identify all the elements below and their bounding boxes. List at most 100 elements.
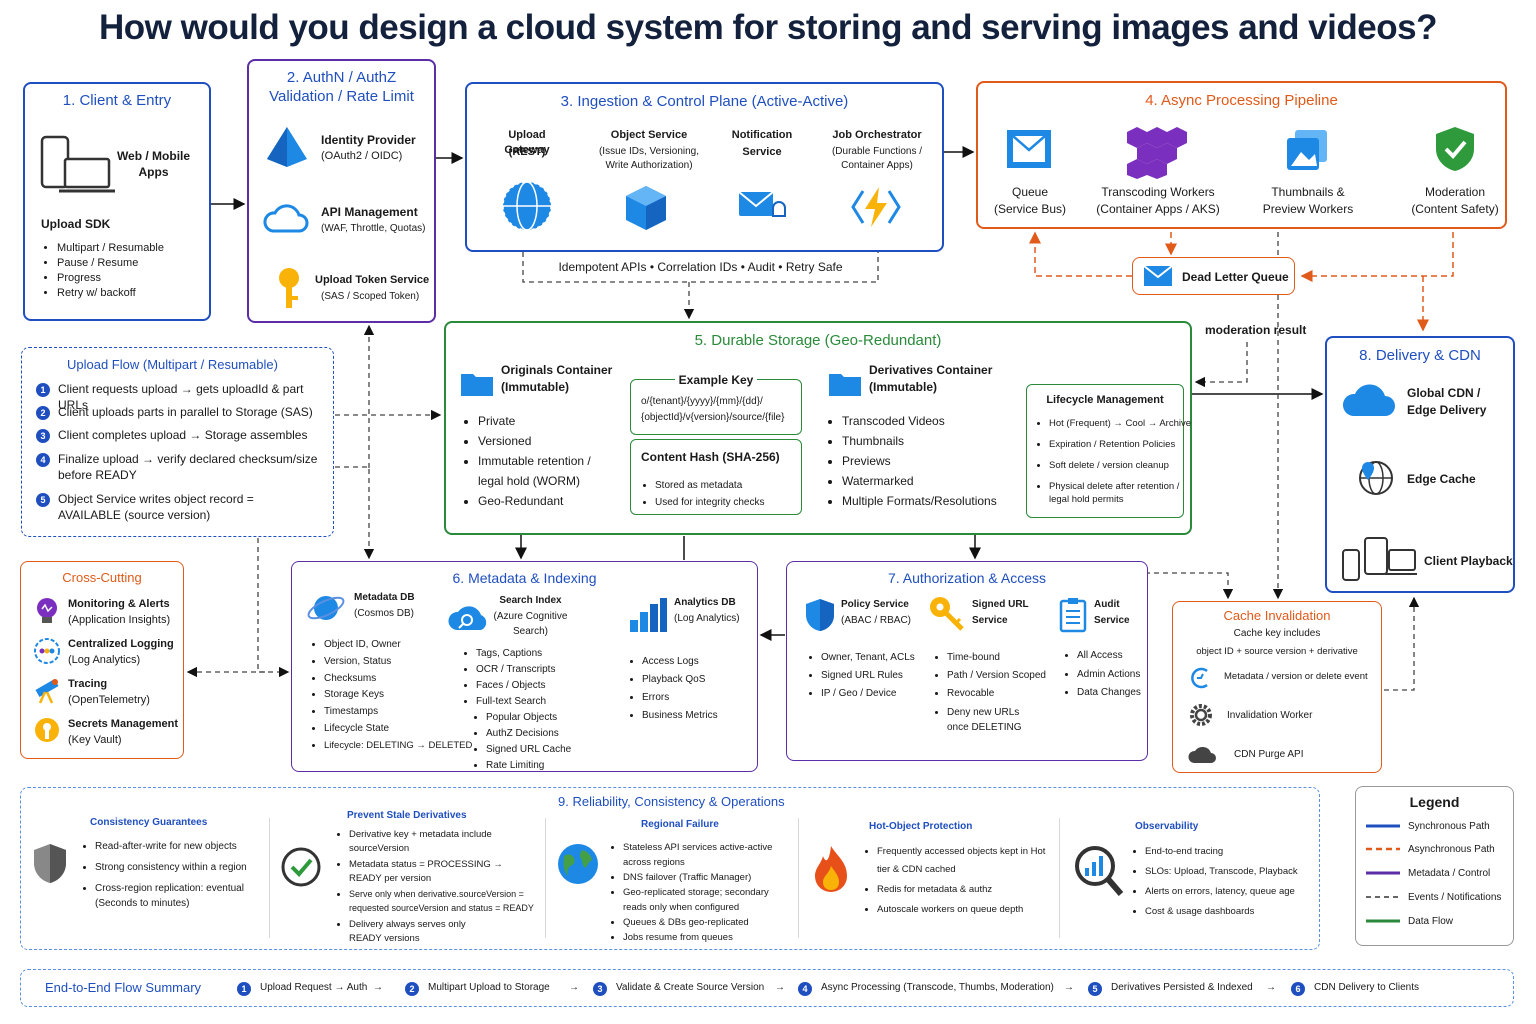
upload-step-4b: before READY	[58, 468, 137, 482]
list-item: Admin Actions	[1077, 666, 1167, 685]
metadata-heading: 6. Metadata & Indexing	[452, 570, 597, 586]
consistency-title: Consistency Guarantees	[90, 817, 208, 828]
cdn-purge-cloud-icon	[1188, 746, 1216, 763]
obs-title: Observability	[1135, 821, 1199, 832]
cdn-line1: Global CDN /	[1407, 386, 1481, 400]
reliability-panel: 9. Reliability, Consistency & Operations…	[20, 787, 1320, 950]
list-item: Watermarked	[842, 471, 1017, 491]
list-item: OCR / Transcripts	[476, 662, 616, 678]
thumbs-name2: Preview Workers	[1262, 202, 1354, 216]
signed-url-key-icon	[930, 597, 964, 631]
storage-heading: 5. Durable Storage (Geo-Redundant)	[694, 332, 942, 349]
moderation-name: Moderation	[1424, 185, 1486, 199]
analytics-list: Access Logs Playback QoS Errors Business…	[628, 653, 767, 725]
authz-heading: 7. Authorization & Access	[888, 570, 1046, 586]
list-item: Time-bound	[947, 649, 1067, 667]
moderation-result-label: moderation result	[1205, 323, 1307, 337]
devices-icon	[40, 135, 115, 193]
cache-heading: Cache Invalidation	[1223, 608, 1331, 623]
list-item: Errors	[642, 689, 767, 707]
legend-item: Metadata / Control	[1408, 868, 1491, 879]
notification-sub: Service	[742, 146, 782, 158]
list-item: sourceVersion	[349, 842, 410, 854]
list-item: Serve only when derivative.sourceVersion…	[349, 888, 559, 902]
edge-cache-globe-icon	[1359, 461, 1393, 495]
consistency-shield-icon	[34, 844, 66, 883]
list-item: tier & CDN cached	[877, 864, 956, 875]
legend-panel: Legend Synchronous Path Asynchronous Pat…	[1355, 786, 1514, 946]
legend-heading: Legend	[1409, 794, 1460, 810]
stale-title: Prevent Stale Derivatives	[347, 810, 467, 821]
cdn-line2: Edge Delivery	[1407, 403, 1487, 417]
list-item: Cost & usage dashboards	[1145, 903, 1335, 921]
step-number: 6	[1291, 981, 1305, 996]
policy-shield-icon	[806, 599, 834, 631]
list-item: Physical delete after retention /	[1049, 480, 1197, 493]
signed-url-name2: Service	[972, 615, 1008, 626]
dlq-envelope-icon	[1143, 265, 1173, 286]
dlq-label: Dead Letter Queue	[1182, 270, 1289, 284]
step-number: 3	[36, 428, 50, 443]
originals-folder-icon	[461, 374, 493, 396]
event-icon	[1191, 667, 1208, 689]
api-management-cloud-icon	[263, 204, 309, 233]
authorization-access-panel: 7. Authorization & Access Policy Service…	[786, 561, 1148, 761]
api-name: API Management	[321, 205, 418, 219]
step-number: 4	[36, 452, 50, 467]
list-item: Timestamps	[324, 704, 484, 721]
example-key-line1: o/{tenant}/{yyyy}/{mm}/{dd}/	[641, 396, 763, 407]
cache-invalidation-panel: Cache Invalidation Cache key includes ob…	[1172, 601, 1382, 773]
derivatives-folder-icon	[829, 374, 861, 396]
apps-label: Web / Mobile Apps	[116, 149, 191, 179]
hash-label: Content Hash (SHA-256)	[641, 450, 780, 464]
list-item: Private	[478, 411, 628, 431]
queue-envelope-icon	[1007, 130, 1051, 168]
key-icon	[279, 268, 299, 308]
summary-step: Validate & Create Source Version	[616, 982, 765, 993]
list-item: SLOs: Upload, Transcode, Playback	[1145, 863, 1335, 881]
auth-heading-line1: 2. AuthN / AuthZ	[286, 69, 397, 86]
list-item: Hot (Frequent) → Cool → Archive	[1049, 417, 1197, 430]
list-item: legal hold (WORM)	[478, 474, 581, 488]
thumbnails-icon	[1287, 130, 1327, 170]
originals-list: Private Versioned Immutable retention / …	[464, 411, 628, 511]
object-service-sub2: Write Authorization)	[605, 160, 693, 171]
ingestion-heading: 3. Ingestion & Control Plane (Active-Act…	[560, 93, 849, 110]
list-item: Autoscale workers on queue depth	[877, 901, 1072, 919]
analytics-name: Analytics DB	[674, 597, 736, 608]
list-item: once DELETING	[947, 722, 1022, 733]
derivatives-name: Derivatives Container	[869, 363, 993, 377]
analytics-bars-icon	[630, 598, 667, 632]
list-item: legal hold permits	[1049, 494, 1124, 505]
list-item: Pause / Resume	[57, 256, 217, 271]
cache-purge: CDN Purge API	[1234, 749, 1304, 760]
signed-url-name: Signed URL	[972, 599, 1029, 610]
list-item: Cross-region replication: eventual	[95, 881, 285, 896]
list-item: Lifecycle State	[324, 721, 484, 738]
moderation-sub: (Content Safety)	[1411, 202, 1499, 216]
gear-icon	[1190, 704, 1212, 726]
list-item: Checksums	[324, 671, 484, 688]
function-bolt-icon	[851, 187, 901, 227]
example-key-label: Example Key	[674, 373, 758, 387]
content-hash-box: Content Hash (SHA-256) Stored as metadat…	[630, 439, 802, 515]
metadata-db-sub: (Cosmos DB)	[354, 608, 415, 619]
fire-icon	[815, 846, 847, 892]
list-item: Transcoded Videos	[842, 411, 1017, 431]
observability-magnifier-icon	[1075, 846, 1124, 896]
upload-flow-panel: Upload Flow (Multipart / Resumable) 1 Cl…	[21, 347, 334, 537]
list-item: (Seconds to minutes)	[95, 898, 190, 909]
policy-list: Owner, Tenant, ACLs Signed URL Rules IP …	[807, 649, 941, 703]
list-item: End-to-end tracing	[1145, 843, 1335, 861]
list-item: Revocable	[947, 685, 1067, 703]
moderation-shield-icon	[1436, 127, 1474, 171]
list-item: Tags, Captions	[476, 646, 616, 662]
async-heading: 4. Async Processing Pipeline	[1145, 92, 1338, 109]
hot-title: Hot-Object Protection	[869, 821, 973, 832]
list-item: Soft delete / version cleanup	[1049, 459, 1197, 472]
transcode-name: Transcoding Workers	[1101, 185, 1215, 199]
list-item: Expiration / Retention Policies	[1049, 438, 1197, 451]
step-number: 2	[36, 405, 50, 420]
list-item: requested sourceVersion and status = REA…	[349, 902, 534, 913]
step-number: 2	[405, 981, 419, 996]
